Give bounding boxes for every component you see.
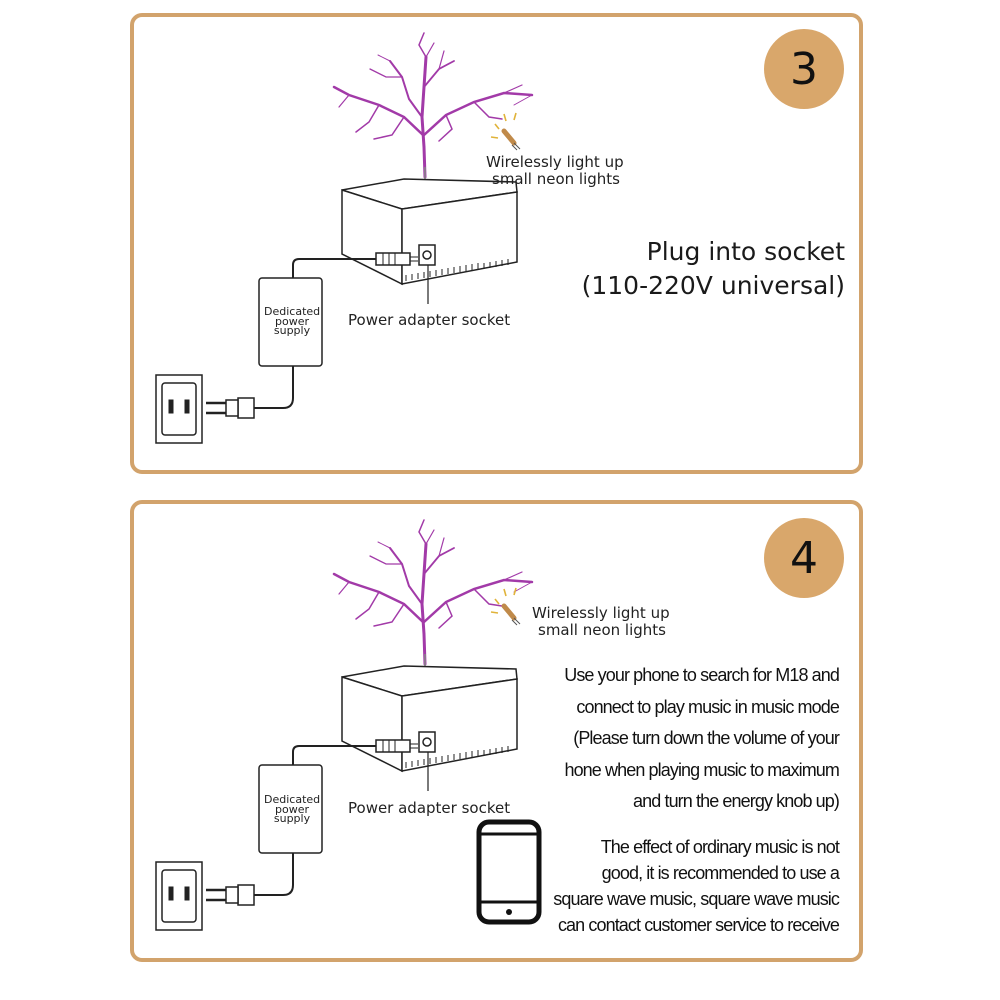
plug-icon <box>206 397 255 419</box>
wall-outlet-icon <box>155 861 203 931</box>
step-3-panel: 3 <box>130 13 863 474</box>
adapter-label: Dedicated power supply <box>264 305 321 337</box>
music-tip: The effect of ordinary music is not good… <box>553 837 840 935</box>
dc-jack <box>418 244 436 266</box>
tesla-box <box>341 665 518 773</box>
power-adapter <box>258 277 323 367</box>
plug-title: Plug into socket (110-220V universal) <box>581 237 845 300</box>
neon-caption: Wirelessly light up small neon lights <box>532 604 670 639</box>
setup-illustration-3 <box>155 32 534 444</box>
dc-cable <box>292 258 376 278</box>
phone-icon <box>476 819 542 925</box>
adapter-label: Dedicated power supply <box>264 793 321 825</box>
plug-icon <box>206 884 255 906</box>
tesla-box <box>341 178 518 286</box>
step-badge-3: 3 <box>764 29 844 109</box>
wall-outlet-icon <box>155 374 203 444</box>
m18-instructions: Use your phone to search for M18 and con… <box>564 665 840 811</box>
setup-illustration-4 <box>155 519 542 931</box>
dc-jack <box>418 731 436 753</box>
power-adapter <box>258 764 323 854</box>
step-badge-4: 4 <box>764 518 844 598</box>
neon-bulb-icon <box>490 587 521 626</box>
dc-cable <box>292 745 376 765</box>
neon-bulb-icon <box>490 112 521 151</box>
step-4-panel: 4 <box>130 500 863 962</box>
neon-caption: Wirelessly light up small neon lights <box>486 153 624 188</box>
plasma-arc <box>332 32 534 179</box>
socket-caption: Power adapter socket <box>348 311 511 329</box>
plasma-arc <box>332 519 534 666</box>
socket-caption: Power adapter socket <box>348 799 511 817</box>
